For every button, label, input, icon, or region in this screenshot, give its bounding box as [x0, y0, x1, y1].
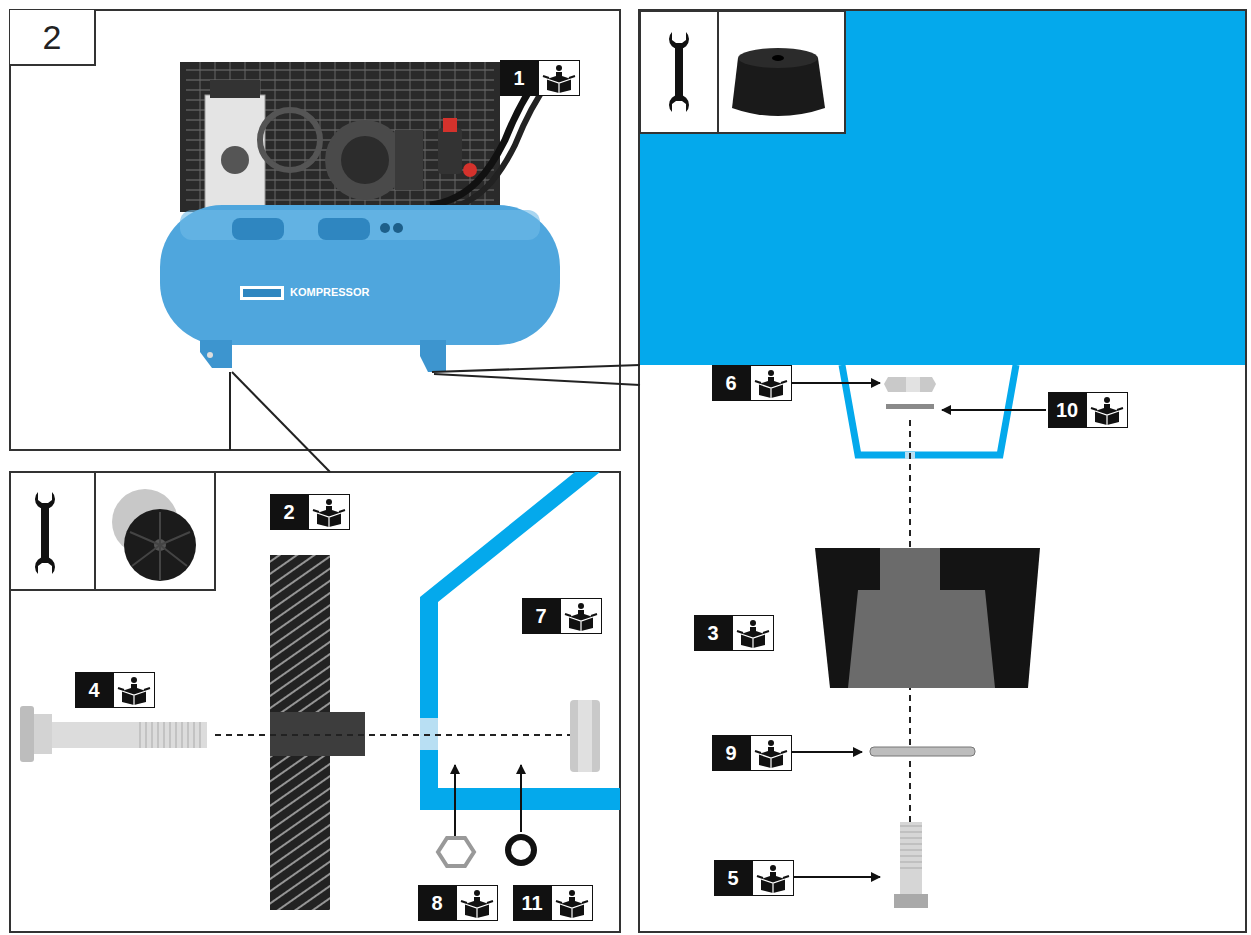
callout-tag: 4: [75, 672, 155, 708]
icon-box: [640, 11, 845, 133]
washer: [886, 404, 934, 409]
wrench-icon: [35, 492, 55, 574]
callout-number: 2: [270, 494, 308, 530]
box-icon: [552, 886, 592, 920]
callout-tag: 8: [418, 885, 498, 921]
callout-number: 6: [712, 365, 750, 401]
box-icon: [1087, 393, 1127, 427]
callout-tag: 1: [500, 60, 580, 96]
rubber-foot: [815, 548, 1040, 688]
callout-number: 4: [75, 672, 113, 708]
callout-number: 10: [1048, 392, 1086, 428]
box-icon-frame: [752, 860, 794, 896]
callout-number: 5: [714, 860, 752, 896]
foot-bracket: [420, 472, 620, 810]
box-icon-frame: [1086, 392, 1128, 428]
rubber-foot-icon: [732, 48, 825, 116]
bolt: [894, 822, 928, 908]
box-icon: [309, 495, 349, 529]
washer: [508, 837, 534, 863]
callout-tag: 9: [712, 735, 792, 771]
panel-frame: [10, 10, 620, 450]
box-icon-frame: [538, 60, 580, 96]
callout-tag: 3: [694, 615, 774, 651]
washer: [870, 747, 975, 756]
callout-number: 7: [522, 598, 560, 634]
callout-tag: 11: [513, 885, 593, 921]
callout-tag: 7: [522, 598, 602, 634]
tank-section: [640, 11, 1245, 365]
callout-number: 9: [712, 735, 750, 771]
box-icon: [457, 886, 497, 920]
box-icon-frame: [308, 494, 350, 530]
box-icon: [733, 616, 773, 650]
box-icon-frame: [456, 885, 498, 921]
callout-number: 3: [694, 615, 732, 651]
callout-number: 11: [513, 885, 551, 921]
callout-tag: 5: [714, 860, 794, 896]
nut: [570, 700, 600, 772]
step-number: 2: [10, 10, 96, 66]
wrench-icon: [669, 32, 689, 112]
nut: [438, 838, 474, 866]
box-icon-frame: [113, 672, 155, 708]
callout-tag: 10: [1048, 392, 1128, 428]
compressor: [160, 62, 560, 372]
box-icon: [114, 673, 154, 707]
box-icon-frame: [560, 598, 602, 634]
brand-text: KOMPRESSOR: [290, 286, 369, 298]
panel-frame: [10, 472, 620, 932]
icon-box: [10, 472, 215, 590]
box-icon: [751, 366, 791, 400]
callout-number: 1: [500, 60, 538, 96]
callout-tag: 2: [270, 494, 350, 530]
panel-frame: [639, 10, 1246, 932]
box-icon: [751, 736, 791, 770]
box-icon-frame: [750, 365, 792, 401]
box-icon: [539, 61, 579, 95]
box-icon-frame: [551, 885, 593, 921]
callout-number: 8: [418, 885, 456, 921]
box-icon-frame: [732, 615, 774, 651]
assembly-axis: [215, 734, 570, 736]
bolt: [20, 706, 207, 762]
foot-discs-icon: [112, 489, 196, 581]
box-icon: [561, 599, 601, 633]
box-icon-frame: [750, 735, 792, 771]
callout-tag: 6: [712, 365, 792, 401]
box-icon: [753, 861, 793, 895]
nut: [884, 377, 936, 392]
